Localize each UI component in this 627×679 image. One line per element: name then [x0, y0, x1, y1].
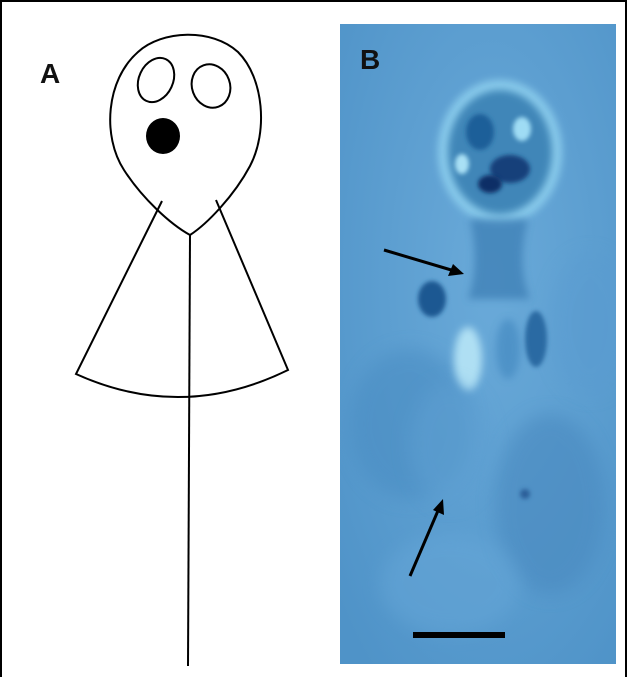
stalk [188, 235, 190, 666]
cell-body-image [438, 80, 562, 224]
panel-a-label: A [40, 60, 60, 88]
scale-bar [413, 632, 505, 638]
nucleus [146, 118, 180, 154]
vacuole-right [186, 59, 237, 113]
panel-b-micrograph [340, 24, 616, 664]
vacuole-left [131, 52, 181, 108]
panel-a-drawing [2, 2, 332, 679]
cell-body-outline [110, 35, 261, 235]
panel-b-label: B [360, 46, 380, 74]
